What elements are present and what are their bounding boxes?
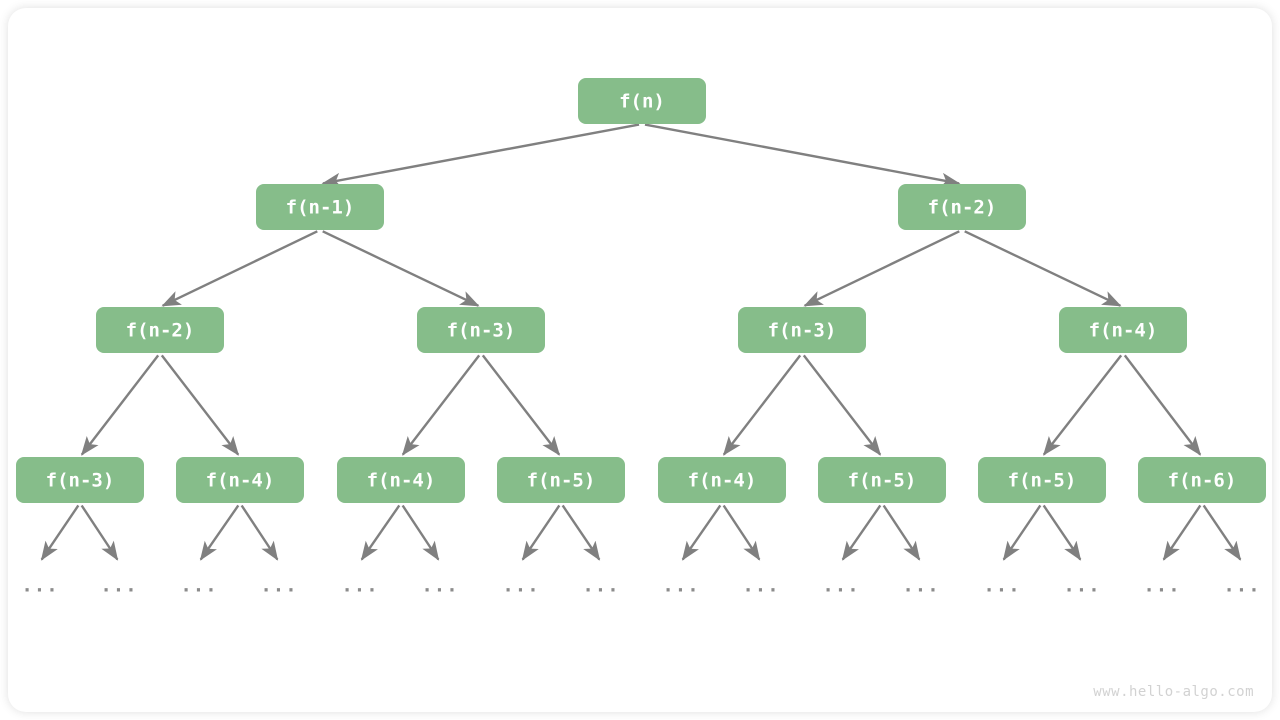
tree-node[interactable]: f(n-3) <box>417 307 545 353</box>
ellipsis-label: ... <box>1223 575 1260 597</box>
tree-node-label: f(n-4) <box>688 470 757 492</box>
tree-node[interactable]: f(n-1) <box>256 184 384 230</box>
tree-node[interactable]: f(n-6) <box>1138 457 1266 503</box>
tree-node[interactable]: f(n-2) <box>898 184 1026 230</box>
tree-node-label: f(n-5) <box>848 470 917 492</box>
tree-node[interactable]: f(n-3) <box>738 307 866 353</box>
tree-node-box <box>818 457 946 503</box>
tree-edge-to-ellipsis <box>1042 504 1082 561</box>
ellipsis-label: ... <box>180 575 217 597</box>
tree-node-box <box>96 307 224 353</box>
ellipsis-label: ... <box>902 575 939 597</box>
tree-edge <box>1123 354 1202 456</box>
ellipsis-label: ... <box>742 575 779 597</box>
tree-node-box <box>738 307 866 353</box>
tree-node-label: f(n-6) <box>1168 470 1237 492</box>
tree-edge <box>161 230 318 307</box>
nodes-layer: f(n) f(n-1) f(n-2) f(n-2) f(n-3) f(n-3) f(n-4)… <box>16 78 1266 503</box>
ellipsis-label: ... <box>21 575 58 597</box>
tree-node-label: f(n-5) <box>527 470 596 492</box>
ellipsis-label: ... <box>983 575 1020 597</box>
tree-edge <box>481 354 561 456</box>
tree-edge-to-ellipsis <box>521 504 561 561</box>
ellipsis-label: ... <box>1143 575 1180 597</box>
tree-edge <box>401 354 481 456</box>
tree-node-label: f(n-1) <box>286 197 355 219</box>
tree-edge <box>964 230 1122 307</box>
tree-node[interactable]: f(n-4) <box>176 457 304 503</box>
tree-node[interactable]: f(n-3) <box>16 457 144 503</box>
tree-node[interactable]: f(n-4) <box>337 457 465 503</box>
tree-node-label: f(n-4) <box>367 470 436 492</box>
ellipsis-label: ... <box>662 575 699 597</box>
tree-edge-to-ellipsis <box>1202 504 1242 561</box>
tree-node-label: f(n-2) <box>928 197 997 219</box>
tree-node-box <box>417 307 545 353</box>
tree-node[interactable]: f(n-5) <box>818 457 946 503</box>
tree-node-box <box>497 457 625 503</box>
tree-edge-to-ellipsis <box>199 504 240 561</box>
tree-edge-to-ellipsis <box>240 504 279 561</box>
tree-node[interactable]: f(n-4) <box>658 457 786 503</box>
tree-node[interactable]: f(n-4) <box>1059 307 1187 353</box>
tree-node-box <box>337 457 465 503</box>
edges-layer <box>80 123 1202 456</box>
tree-node-box <box>578 78 706 124</box>
diagram-card <box>8 8 1272 712</box>
tree-edge-to-ellipsis <box>841 504 882 561</box>
tree-node-box <box>658 457 786 503</box>
tree-node-label: f(n-2) <box>126 320 195 342</box>
tree-edge-to-ellipsis <box>722 504 761 561</box>
tree-edge <box>160 354 240 456</box>
tree-node[interactable]: f(n) <box>578 78 706 124</box>
tree-node-label: f(n-3) <box>447 320 516 342</box>
tree-edge-to-ellipsis <box>681 504 722 561</box>
ellipsis-label: ... <box>1063 575 1100 597</box>
ellipsis-layer: ........................................… <box>21 575 1260 597</box>
tree-edge-to-ellipsis <box>1162 504 1202 561</box>
tree-edge <box>644 123 961 188</box>
tree-edge <box>80 354 160 456</box>
ellipsis-label: ... <box>421 575 458 597</box>
tree-node-label: f(n-5) <box>1008 470 1077 492</box>
tree-node-label: f(n-3) <box>768 320 837 342</box>
tree-edge-to-ellipsis <box>401 504 440 561</box>
ellipsis-label: ... <box>822 575 859 597</box>
tree-node-box <box>978 457 1106 503</box>
tree-edge <box>802 354 882 456</box>
tree-node-label: f(n-4) <box>206 470 275 492</box>
tree-node-label: f(n) <box>619 91 665 113</box>
tree-node-box <box>256 184 384 230</box>
tree-node-label: f(n-4) <box>1089 320 1158 342</box>
tree-edge-to-ellipsis <box>561 504 601 561</box>
tree-node-box <box>176 457 304 503</box>
tree-edge <box>722 354 802 456</box>
tree-node-box <box>16 457 144 503</box>
tree-node-box <box>1059 307 1187 353</box>
tree-edge-to-ellipsis <box>40 504 80 561</box>
tree-node-label: f(n-3) <box>46 470 115 492</box>
tree-edge-to-ellipsis <box>1002 504 1042 561</box>
ellipsis-label: ... <box>100 575 137 597</box>
tree-edge <box>803 230 960 307</box>
tree-node[interactable]: f(n-2) <box>96 307 224 353</box>
tree-node-box <box>898 184 1026 230</box>
tree-edge <box>1042 354 1123 456</box>
tree-edge-to-ellipsis <box>80 504 119 561</box>
tree-node-box <box>1138 457 1266 503</box>
tree-edge-to-ellipsis <box>882 504 921 561</box>
tree-node[interactable]: f(n-5) <box>497 457 625 503</box>
tree-edge <box>321 123 640 188</box>
ellipsis-label: ... <box>260 575 297 597</box>
watermark: www.hello-algo.com <box>1093 684 1254 700</box>
ellipsis-edges-layer <box>40 504 1242 561</box>
ellipsis-label: ... <box>341 575 378 597</box>
tree-edge-to-ellipsis <box>360 504 401 561</box>
tree-edge <box>322 230 480 307</box>
ellipsis-label: ... <box>502 575 539 597</box>
tree-node[interactable]: f(n-5) <box>978 457 1106 503</box>
ellipsis-label: ... <box>582 575 619 597</box>
